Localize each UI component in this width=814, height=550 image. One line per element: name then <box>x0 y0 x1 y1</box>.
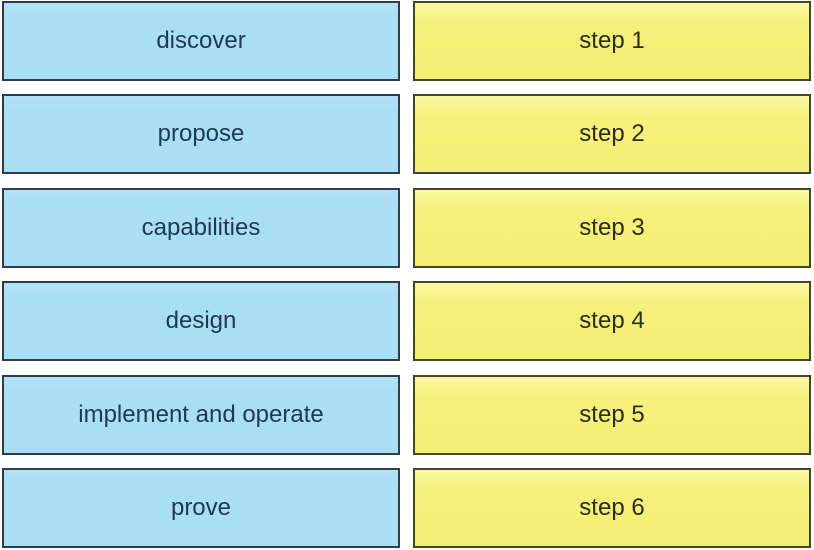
drop-target-label: step 1 <box>579 27 645 54</box>
drag-item-label: implement and operate <box>78 400 324 428</box>
target-column: step 1 step 2 step 3 step 4 step 5 step … <box>413 1 811 548</box>
drop-target-step-3[interactable]: step 3 <box>413 187 811 268</box>
drag-item-label: capabilities <box>141 213 261 241</box>
drag-item-label: discover <box>156 27 246 54</box>
drag-item-capabilities[interactable]: capabilities <box>2 187 400 268</box>
source-column: discover propose capabilities design imp… <box>2 1 400 548</box>
drag-item-discover[interactable]: discover <box>2 1 400 81</box>
drop-target-step-4[interactable]: step 4 <box>413 281 811 362</box>
drop-target-step-5[interactable]: step 5 <box>413 374 811 455</box>
drag-item-design[interactable]: design <box>2 281 400 362</box>
drop-target-label: step 4 <box>579 307 645 335</box>
drag-item-propose[interactable]: propose <box>2 94 400 175</box>
drop-target-label: step 3 <box>579 213 645 241</box>
drag-item-label: design <box>165 307 237 335</box>
drop-target-step-1[interactable]: step 1 <box>413 1 811 81</box>
drop-target-label: step 2 <box>579 120 645 148</box>
drag-item-label: prove <box>170 493 232 521</box>
drop-target-step-2[interactable]: step 2 <box>413 94 811 175</box>
drop-target-label: step 5 <box>579 400 645 428</box>
drag-item-implement-and-operate[interactable]: implement and operate <box>2 374 400 455</box>
drop-target-step-6[interactable]: step 6 <box>413 467 811 548</box>
drag-item-prove[interactable]: prove <box>2 467 400 548</box>
drop-target-label: step 6 <box>579 493 645 521</box>
drag-item-label: propose <box>157 120 245 148</box>
